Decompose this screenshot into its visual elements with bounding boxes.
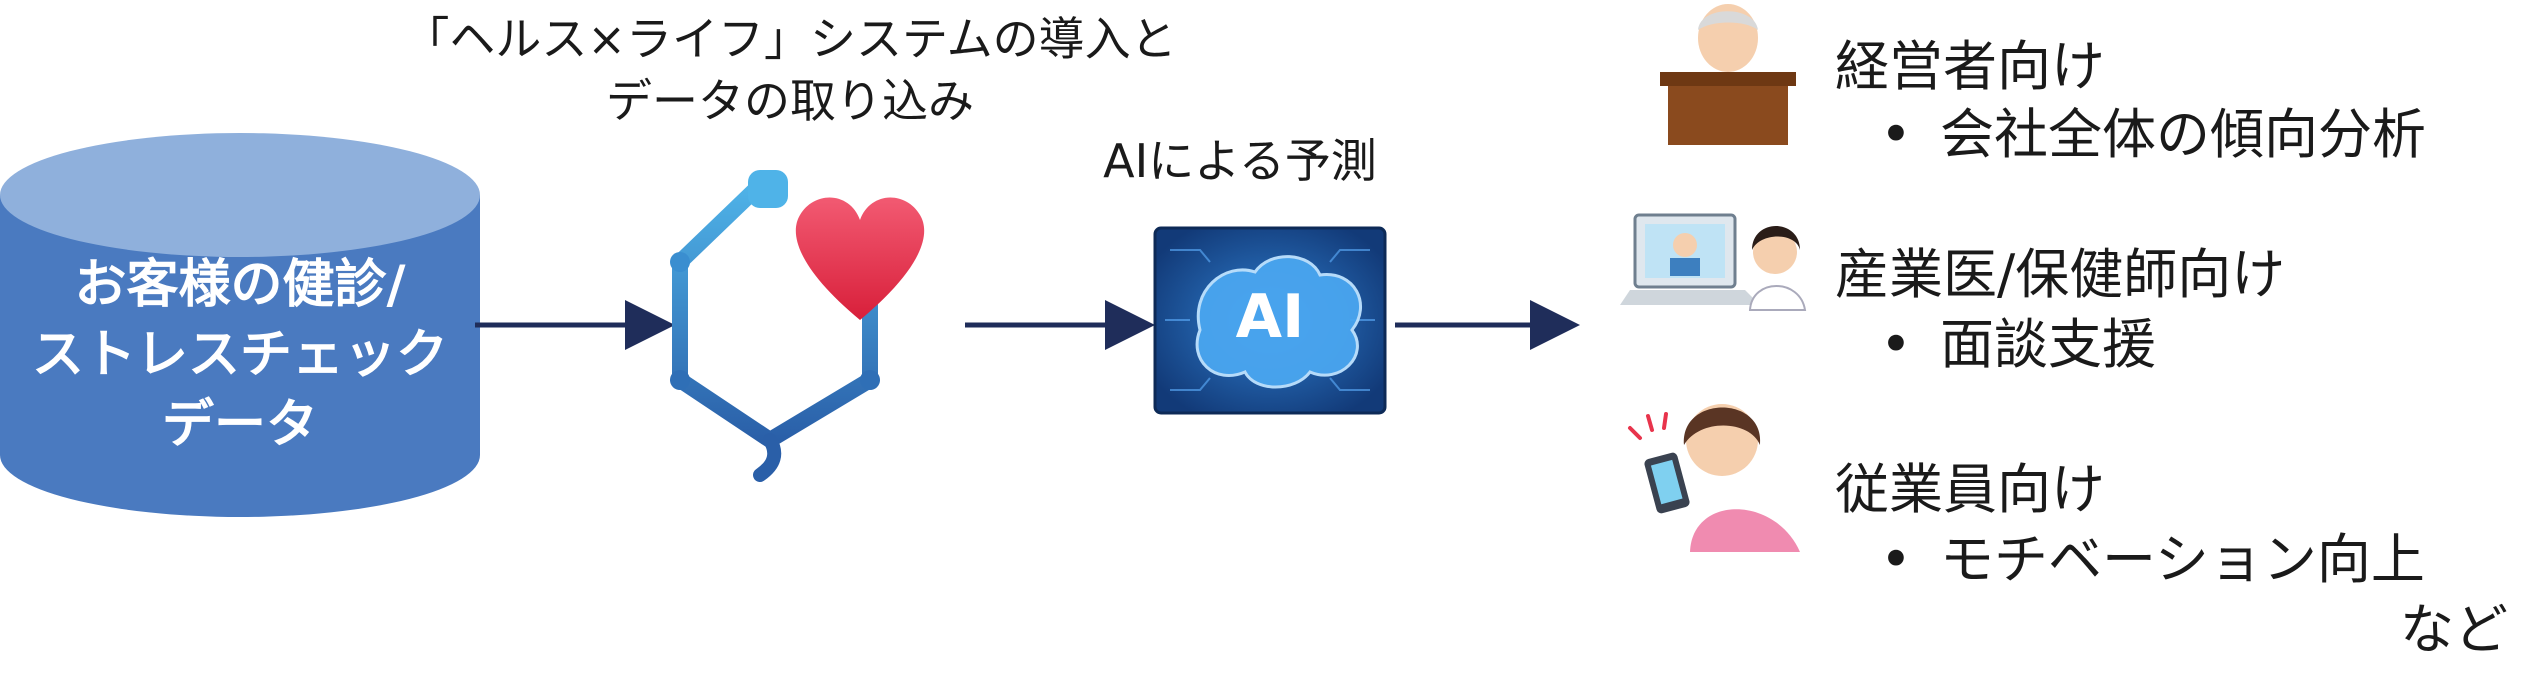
audience-bullet-medical-staff: • 面談支援 [1880,300,2156,379]
system-intro-caption-line-2: データの取り込み [606,74,974,128]
doctor-consult-icon [1620,213,1807,311]
audience-heading-executives: 経営者向け [1835,35,2105,98]
database-cylinder [0,133,480,517]
executive-icon [1660,4,1796,145]
employee-phone-icon [1628,404,1800,552]
audience-heading-medical-staff: 産業医/保健師向け [1835,243,2286,306]
ai-chip-label: AI [1235,282,1305,352]
bullet-glyph: • [1880,103,1912,166]
system-intro-caption: 「ヘルス×ライフ」システムの導入と データの取り込み [340,8,1240,132]
audience-bullet-text: 面談支援 [1940,313,2156,376]
bullet-glyph: • [1880,313,1912,376]
database-label-line-3: データ [161,395,318,455]
bullet-glyph: • [1880,528,1912,591]
database-label: お客様の健診/ ストレスチェック データ [20,250,460,460]
audience-bullet-employees: • モチベーション向上 [1880,515,2425,594]
audience-bullet-text: モチベーション向上 [1940,528,2425,591]
audience-bullet-text: 会社全体の傾向分析 [1940,103,2426,166]
ai-chip-icon [1153,226,1387,415]
database-label-line-1: お客様の健診/ [74,255,406,315]
database-label-line-2: ストレスチェック [31,325,448,385]
health-life-logo-icon [670,170,925,482]
audience-bullet-executives: • 会社全体の傾向分析 [1880,90,2426,169]
system-intro-caption-line-1: 「ヘルス×ライフ」システムの導入と [403,12,1177,66]
etc-label: など [2400,598,2508,661]
ai-prediction-caption: AIによる予測 [1103,134,1377,188]
audience-heading-employees: 従業員向け [1835,458,2105,521]
